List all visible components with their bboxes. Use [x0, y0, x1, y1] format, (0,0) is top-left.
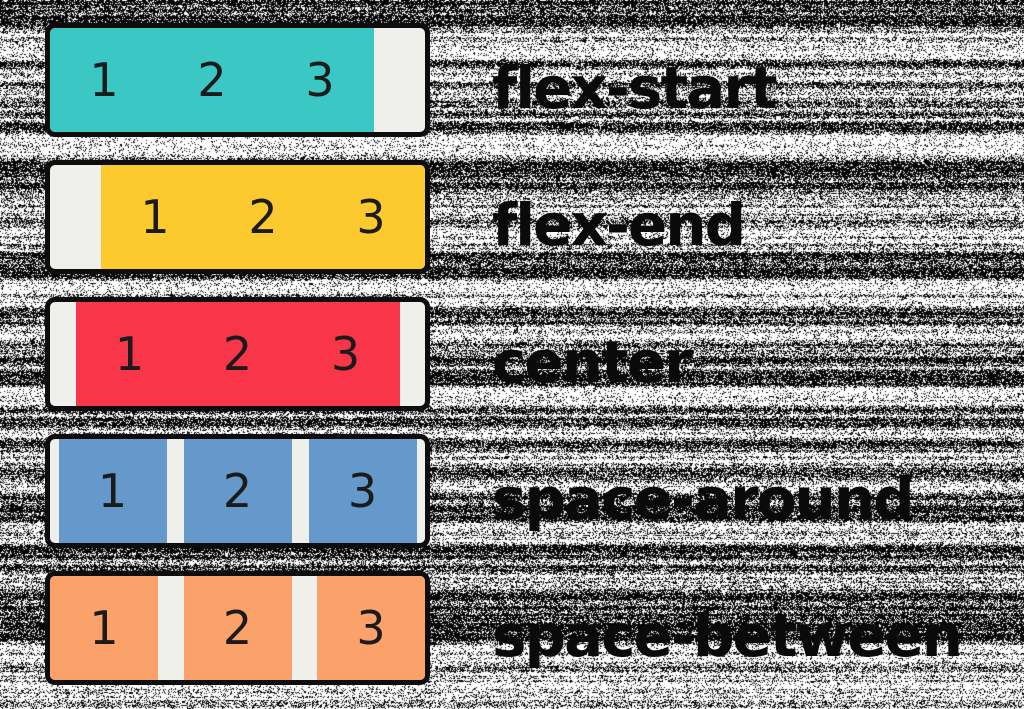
flex-container-flex-end: 123 — [45, 160, 430, 274]
flex-item: 1 — [59, 439, 167, 543]
flex-item: 1 — [50, 576, 158, 680]
flex-container-space-between: 123 — [45, 571, 430, 685]
flex-container-center: 123 — [45, 297, 430, 411]
justify-content-label: flex-start — [492, 54, 776, 122]
justify-content-label: space-around — [492, 465, 913, 533]
flex-item: 3 — [292, 302, 400, 406]
flex-item: 2 — [158, 28, 266, 132]
justify-content-label: flex-end — [492, 191, 744, 259]
flex-demo-row: 123 space-between — [45, 571, 1024, 685]
flex-container-space-around: 123 — [45, 434, 430, 548]
flex-item: 1 — [101, 165, 209, 269]
flex-item: 3 — [317, 165, 425, 269]
flex-demo-row: 123 flex-end — [45, 160, 1024, 274]
justify-content-label: center — [492, 328, 691, 396]
flex-demo-row: 123 center — [45, 297, 1024, 411]
flex-item: 2 — [184, 576, 292, 680]
flex-item: 3 — [309, 439, 417, 543]
flex-item: 1 — [76, 302, 184, 406]
flex-demo-row: 123 space-around — [45, 434, 1024, 548]
flex-item: 3 — [266, 28, 374, 132]
flex-item: 2 — [184, 439, 292, 543]
justify-content-example-list: 123flex-start123flex-end123center123spac… — [45, 23, 1024, 685]
justify-content-label: space-between — [492, 602, 961, 670]
flex-demo-row: 123 flex-start — [45, 23, 1024, 137]
flex-container-flex-start: 123 — [45, 23, 430, 137]
flex-item: 2 — [209, 165, 317, 269]
flex-item: 2 — [184, 302, 292, 406]
flex-item: 3 — [317, 576, 425, 680]
flex-item: 1 — [50, 28, 158, 132]
